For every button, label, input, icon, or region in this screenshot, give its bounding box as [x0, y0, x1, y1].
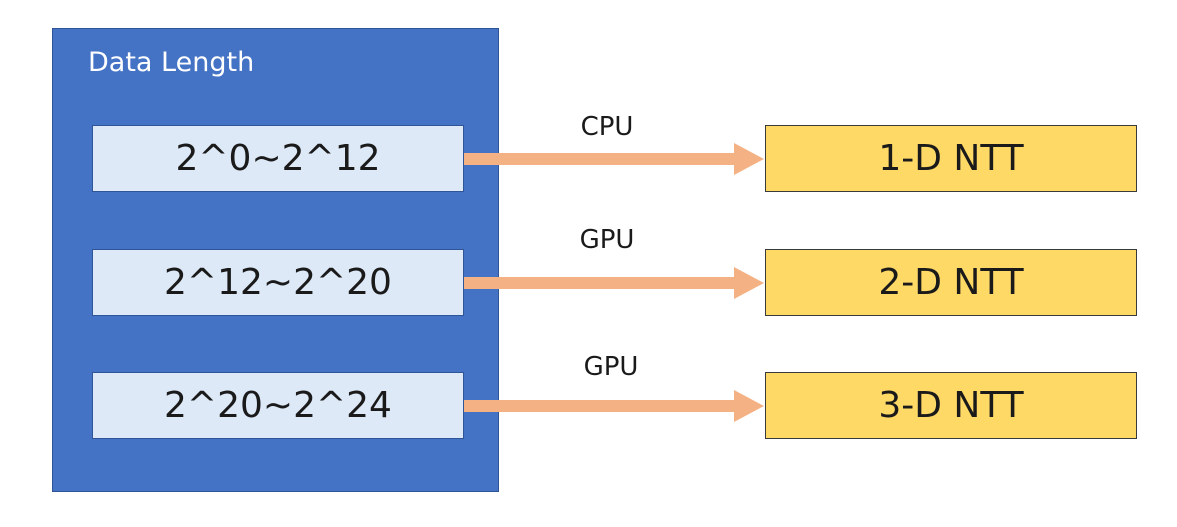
arrow-1 [464, 143, 764, 175]
arrow-label-2: GPU [579, 225, 635, 255]
arrow-1-head [734, 143, 764, 175]
range-box-1: 2^0~2^12 [92, 125, 464, 192]
arrow-3 [464, 390, 764, 422]
arrow-label-1: CPU [580, 112, 634, 142]
result-box-3: 3-D NTT [765, 372, 1137, 439]
range-box-3: 2^20~2^24 [92, 372, 464, 439]
container-title: Data Length [88, 47, 255, 78]
arrow-2-shaft [464, 277, 738, 289]
arrow-2 [464, 267, 764, 299]
arrow-1-shaft [464, 153, 738, 165]
result-box-1: 1-D NTT [765, 125, 1137, 192]
result-box-2: 2-D NTT [765, 249, 1137, 316]
range-box-2: 2^12~2^20 [92, 249, 464, 316]
arrow-3-head [734, 390, 764, 422]
arrow-3-shaft [464, 400, 738, 412]
arrow-2-head [734, 267, 764, 299]
arrow-label-3: GPU [583, 352, 639, 382]
